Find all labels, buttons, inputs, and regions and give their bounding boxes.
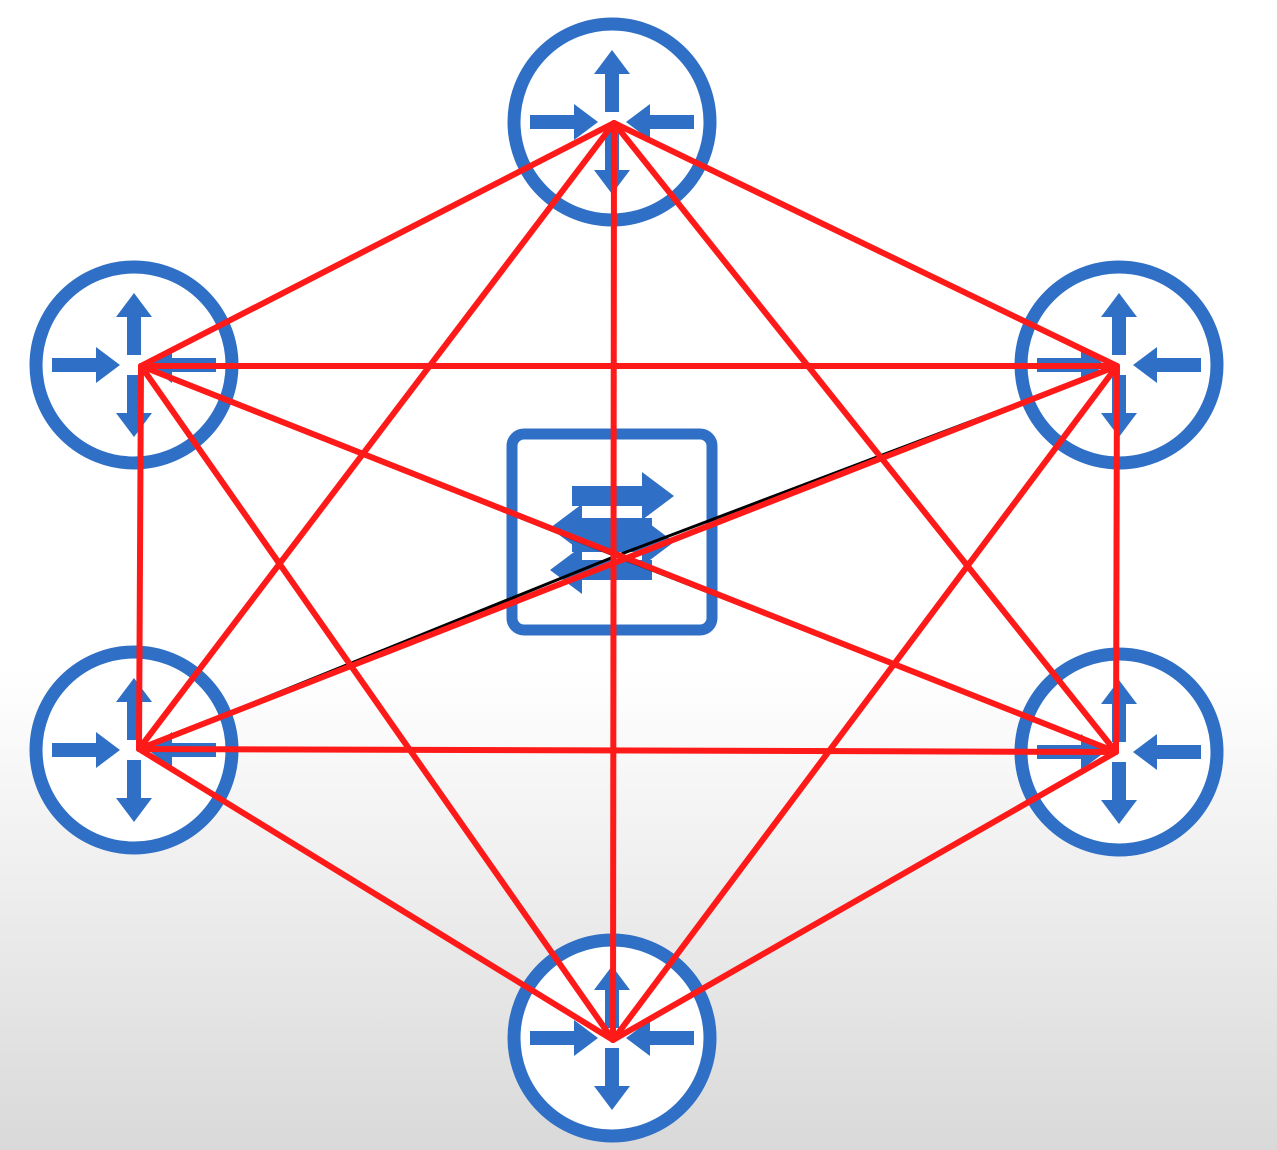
mesh-link [138, 120, 617, 369]
mesh-link [136, 363, 1120, 752]
mesh-link [136, 746, 616, 1043]
mesh-link [136, 746, 1119, 755]
mesh-link [610, 363, 1120, 1043]
mesh-link [136, 363, 144, 752]
mesh-link [611, 120, 1119, 755]
mesh-link [138, 363, 616, 1043]
mesh-link [136, 120, 617, 752]
mesh-link [610, 749, 1119, 1043]
mesh-link [611, 120, 1120, 369]
mesh-link [1113, 363, 1120, 755]
mesh-link [610, 120, 617, 1043]
